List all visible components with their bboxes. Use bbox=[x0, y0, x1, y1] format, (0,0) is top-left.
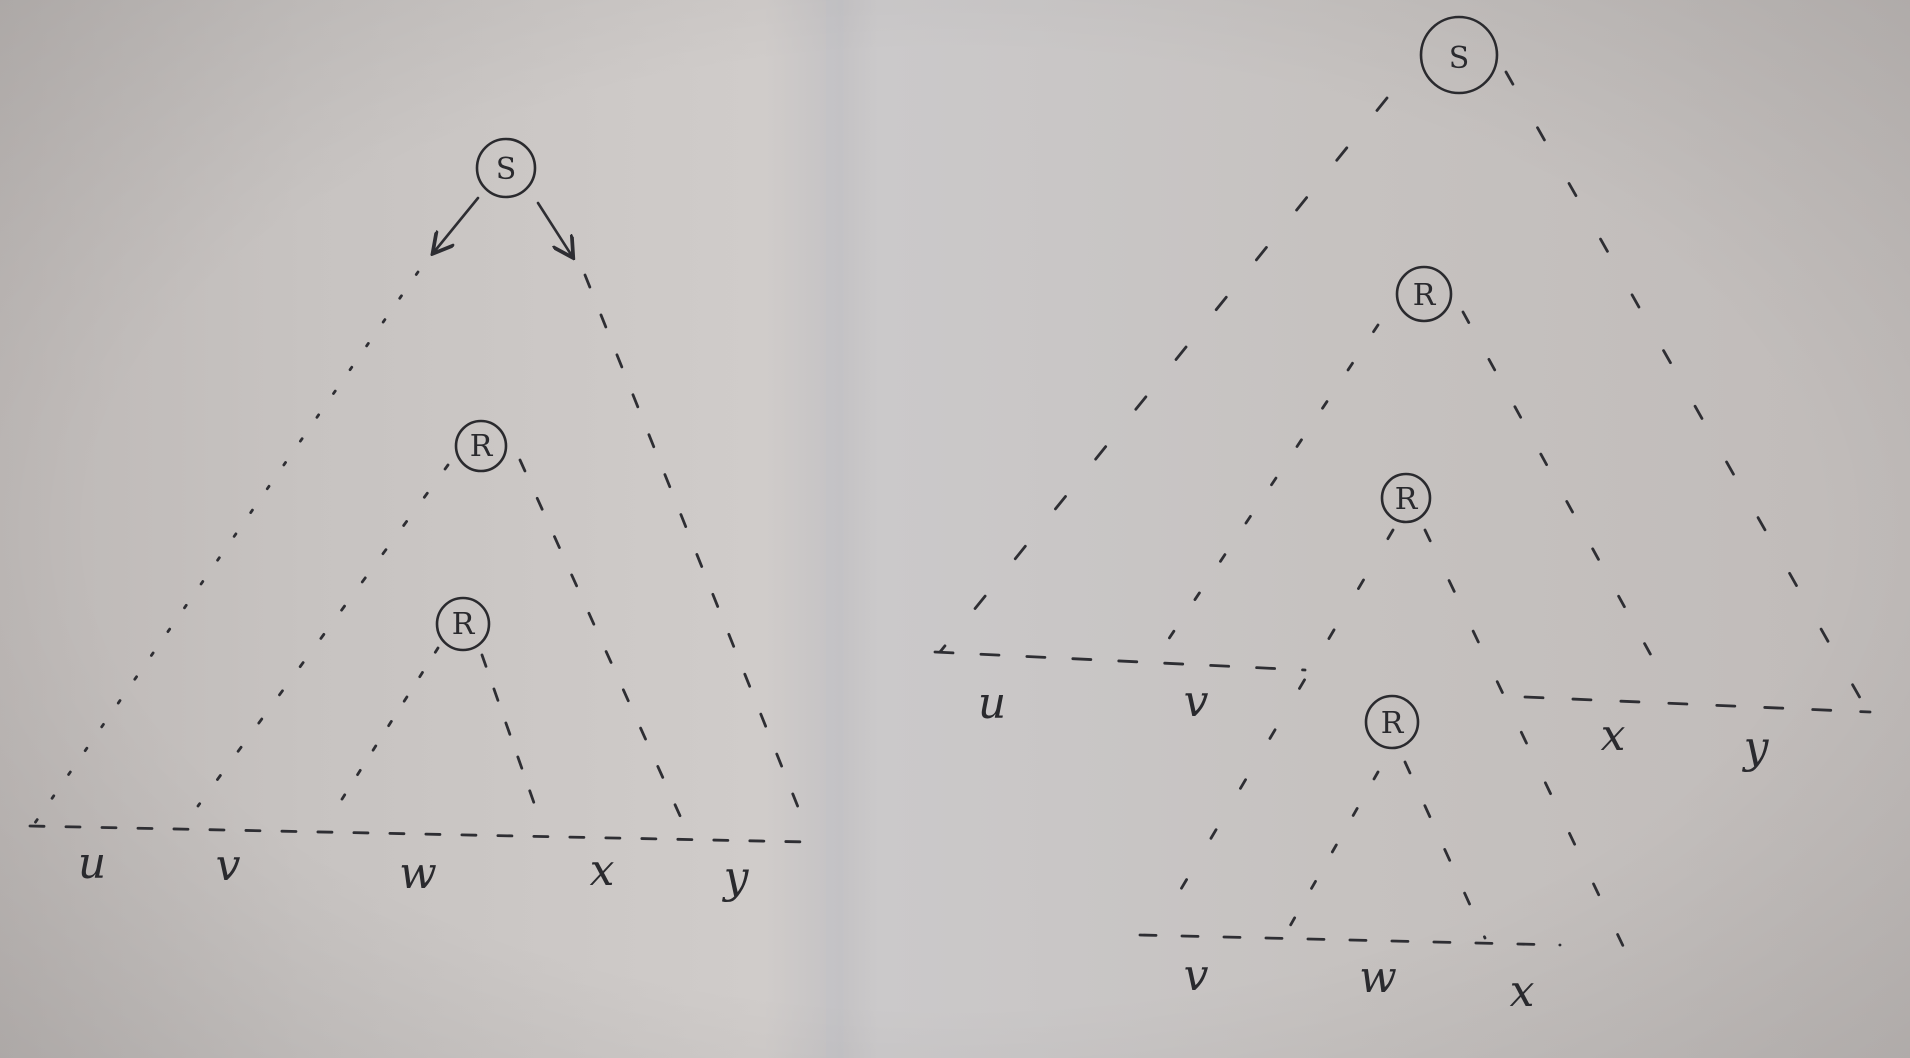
right-root-node bbox=[1419, 15, 1499, 95]
right-third-edge-right bbox=[1423, 528, 1627, 952]
right-second-edge-left bbox=[1158, 323, 1380, 654]
right-parse-tree: S R R R u v x y v w x bbox=[933, 15, 1872, 1017]
right-third-edge-left bbox=[1156, 528, 1395, 930]
left-outer-edge-right bbox=[583, 273, 810, 834]
left-leaf-v: v bbox=[216, 840, 241, 891]
left-arrow-down-left bbox=[434, 196, 480, 252]
right-lower-leaf-v: v bbox=[1184, 950, 1209, 1001]
right-lower-leaf-x: x bbox=[1510, 966, 1535, 1017]
right-fourth-edge-right bbox=[1403, 760, 1487, 940]
left-inner-label-1: R bbox=[470, 429, 494, 464]
right-inner-label-1: R bbox=[1413, 278, 1437, 313]
left-outer-base bbox=[28, 824, 810, 844]
right-lower-leaf-w: w bbox=[1359, 952, 1397, 1003]
left-inner-edge-right bbox=[480, 653, 542, 822]
right-inner-label-3: R bbox=[1381, 706, 1405, 741]
left-leaf-y: y bbox=[722, 852, 750, 903]
left-root-label: S bbox=[496, 152, 517, 187]
left-inner-edge-left bbox=[328, 646, 440, 820]
left-inner-label-2: R bbox=[452, 607, 476, 642]
left-middle-edge-left bbox=[196, 463, 450, 808]
left-leaf-w: w bbox=[399, 848, 437, 899]
left-middle-edge-right bbox=[518, 458, 692, 840]
left-arrow-down-right bbox=[536, 201, 572, 256]
right-upper-base-right bbox=[1523, 695, 1872, 714]
right-second-edge-right bbox=[1461, 310, 1672, 692]
right-upper-leaf-x: x bbox=[1601, 710, 1626, 761]
right-upper-leaf-u: u bbox=[978, 678, 1006, 729]
right-inner-node-2 bbox=[1380, 472, 1432, 524]
left-inner-node-2 bbox=[435, 596, 491, 652]
right-upper-leaf-y: y bbox=[1742, 722, 1770, 773]
right-inner-node-1 bbox=[1395, 265, 1453, 323]
right-lower-base bbox=[1138, 933, 1562, 947]
left-leaf-x: x bbox=[590, 845, 615, 896]
right-inner-label-2: R bbox=[1395, 482, 1419, 517]
right-upper-base-left bbox=[933, 650, 1307, 672]
left-root-node bbox=[475, 137, 537, 199]
right-root-label: S bbox=[1449, 41, 1470, 76]
right-upper-leaf-v: v bbox=[1184, 676, 1209, 727]
left-leaf-u: u bbox=[78, 838, 106, 889]
left-inner-node-1 bbox=[454, 419, 508, 473]
right-outer-edge-left bbox=[938, 96, 1389, 654]
right-inner-node-3 bbox=[1364, 694, 1420, 750]
left-parse-tree: S R R u v w x y bbox=[28, 137, 810, 903]
